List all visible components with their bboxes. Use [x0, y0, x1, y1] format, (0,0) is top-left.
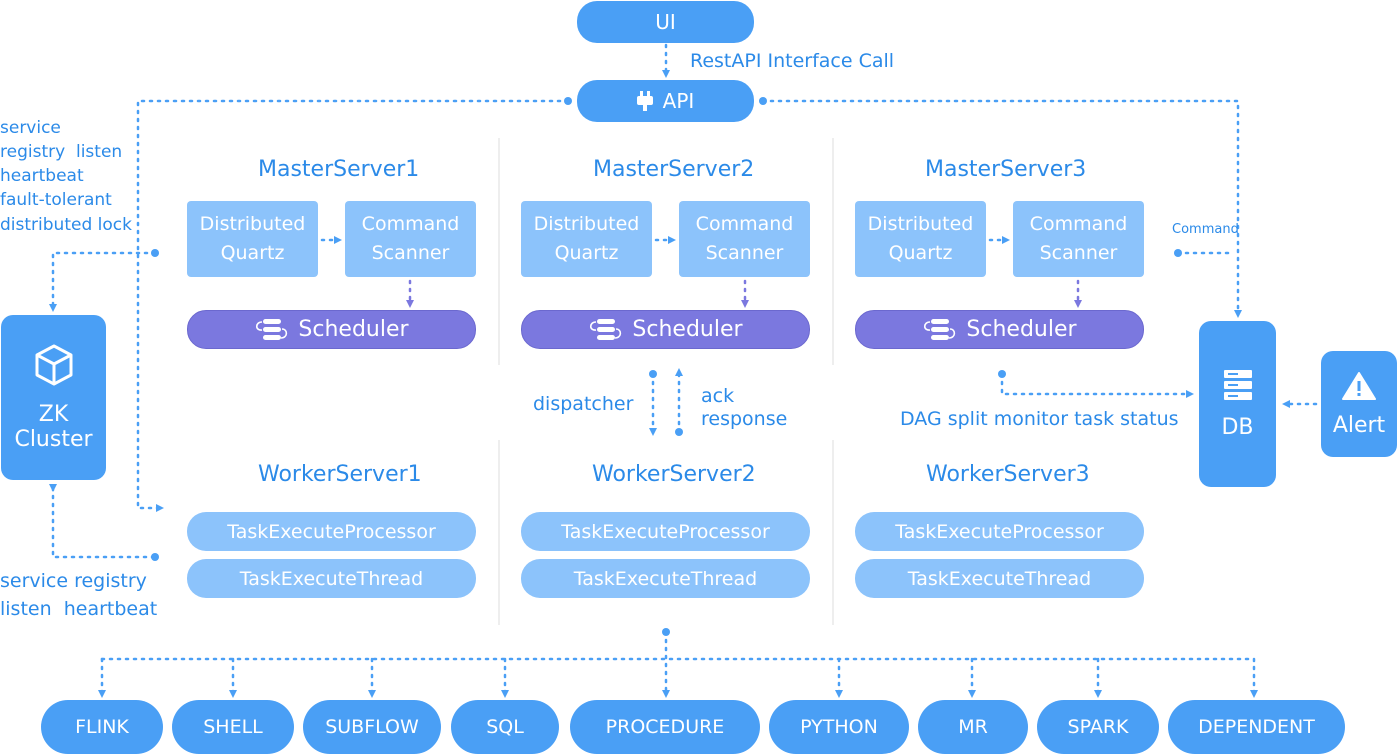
worker-title: WorkerServer1: [258, 462, 422, 487]
task-execute-thread[interactable]: TaskExecuteThread: [855, 559, 1144, 598]
zk-side-label-4: fault-tolerant: [0, 190, 112, 210]
task-execute-thread[interactable]: TaskExecuteThread: [521, 559, 810, 598]
zk-master-connector: [49, 251, 157, 312]
task-type-flink[interactable]: FLINK: [41, 700, 163, 754]
ack-label: ack: [701, 385, 735, 407]
task-execute-thread[interactable]: TaskExecuteThread: [187, 559, 476, 598]
scanner-line2: Scanner: [1039, 242, 1118, 264]
plug-icon: [636, 91, 653, 111]
task-execute-processor[interactable]: TaskExecuteProcessor: [187, 512, 476, 551]
scanner-line2: Scanner: [705, 242, 784, 264]
scheduler-node[interactable]: Scheduler: [521, 310, 810, 349]
task-type-spark[interactable]: SPARK: [1037, 700, 1159, 754]
command-label: Command: [1172, 222, 1239, 237]
database-icon: [588, 318, 622, 341]
quartz-line2: Quartz: [554, 242, 619, 264]
command-scanner[interactable]: Command Scanner: [679, 201, 810, 277]
db-label: DB: [1221, 414, 1254, 440]
scanner-line1: Command: [361, 213, 460, 235]
zk-worker-connector: [49, 484, 157, 559]
quartz-line1: Distributed: [199, 213, 306, 235]
quartz-line1: Distributed: [867, 213, 974, 235]
restapi-label: RestAPI Interface Call: [690, 50, 895, 72]
task-type-dependent[interactable]: DEPENDENT: [1168, 700, 1345, 754]
zk-side-label-5: distributed lock: [0, 215, 132, 235]
command-scanner[interactable]: Command Scanner: [1013, 201, 1144, 277]
api-node[interactable]: API: [577, 80, 754, 122]
server-icon: [1223, 369, 1253, 407]
scanner-line2: Scanner: [371, 242, 450, 264]
task-execute-processor[interactable]: TaskExecuteProcessor: [855, 512, 1144, 551]
scheduler-label: Scheduler: [966, 317, 1077, 342]
task-type-sql[interactable]: SQL: [451, 700, 559, 754]
scheduler-node[interactable]: Scheduler: [855, 310, 1144, 349]
distributed-quartz[interactable]: Distributed Quartz: [855, 201, 986, 277]
command-scanner[interactable]: Command Scanner: [345, 201, 476, 277]
task-type-python[interactable]: PYTHON: [769, 700, 909, 754]
distributed-quartz[interactable]: Distributed Quartz: [521, 201, 652, 277]
dag-db-connector: [1000, 372, 1194, 398]
zk-side-label-2: registry listen: [0, 142, 123, 162]
scheduler-label: Scheduler: [298, 317, 409, 342]
alert-label: Alert: [1332, 412, 1386, 438]
task-type-procedure[interactable]: PROCEDURE: [570, 700, 760, 754]
zk-cluster-node[interactable]: ZK Cluster: [1, 315, 106, 480]
database-icon: [254, 318, 288, 341]
bottom-left-label-1: service registry: [0, 570, 147, 592]
api-worker-connector: [136, 99, 570, 512]
database-icon: [922, 318, 956, 341]
task-type-mr[interactable]: MR: [918, 700, 1028, 754]
task-type-subflow[interactable]: SUBFLOW: [303, 700, 441, 754]
scanner-line1: Command: [1029, 213, 1128, 235]
response-label: response: [701, 408, 788, 430]
quartz-line1: Distributed: [533, 213, 640, 235]
scheduler-label: Scheduler: [632, 317, 743, 342]
zk-label-line1: ZK: [38, 401, 69, 427]
master-title: MasterServer1: [258, 157, 420, 182]
dispatcher-label: dispatcher: [533, 393, 634, 415]
worker-title: WorkerServer2: [592, 462, 756, 487]
task-type-shell[interactable]: SHELL: [172, 700, 294, 754]
ui-node[interactable]: UI: [577, 1, 754, 43]
distributed-quartz[interactable]: Distributed Quartz: [187, 201, 318, 277]
db-node[interactable]: DB: [1199, 321, 1276, 487]
zk-side-label-1: service: [0, 118, 61, 138]
master-title: MasterServer2: [593, 157, 755, 182]
bottom-left-label-2: listen heartbeat: [0, 598, 158, 620]
zk-side-label-3: heartbeat: [0, 166, 84, 186]
quartz-line2: Quartz: [888, 242, 953, 264]
master-title: MasterServer3: [925, 157, 1087, 182]
cube-icon: [34, 344, 74, 392]
api-label: API: [662, 89, 695, 113]
worker-title: WorkerServer3: [926, 462, 1090, 487]
warning-icon: [1342, 371, 1376, 407]
alert-node[interactable]: Alert: [1321, 351, 1397, 457]
scanner-line1: Command: [695, 213, 794, 235]
quartz-line2: Quartz: [220, 242, 285, 264]
scheduler-node[interactable]: Scheduler: [187, 310, 476, 349]
zk-label-line2: Cluster: [14, 426, 93, 452]
api-db-connector: [761, 99, 1242, 318]
dag-label: DAG split monitor task status: [900, 408, 1179, 430]
task-execute-processor[interactable]: TaskExecuteProcessor: [521, 512, 810, 551]
